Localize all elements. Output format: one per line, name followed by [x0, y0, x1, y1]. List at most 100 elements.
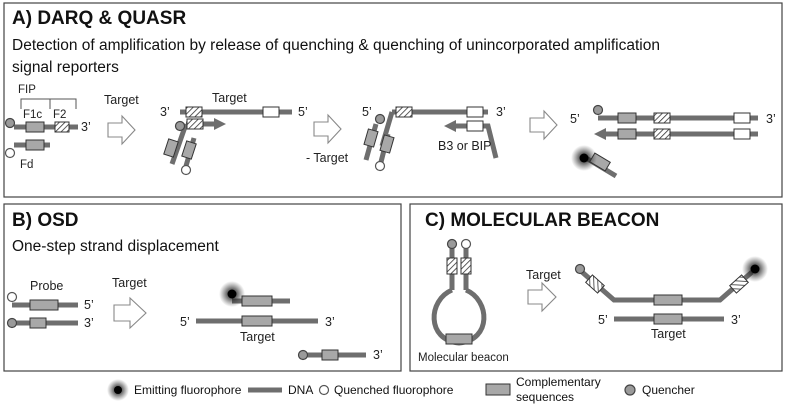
c-beacon-quencher	[446, 238, 458, 250]
c-target-label: Target	[651, 327, 686, 341]
c-stem-left-hatch	[446, 257, 458, 275]
c-beacon-label: Molecular beacon	[418, 352, 509, 364]
a-stage4-bottom-white	[733, 128, 751, 140]
legend-complementary-label-2: sequences	[516, 390, 574, 404]
legend-emitting-icon	[114, 386, 122, 394]
a-fip-bracket	[20, 98, 77, 109]
b-probe-top-comp	[29, 299, 59, 311]
b-released-quencher	[297, 349, 309, 361]
panel-a-subtitle-line2: signal reporters	[12, 59, 119, 76]
c-arrow-label: Target	[526, 268, 561, 282]
a-stage2-quenched-fluorophore	[180, 164, 192, 176]
b-result-emitting-fluorophore	[227, 289, 237, 299]
b-result-5prime: 5’	[180, 315, 190, 329]
a-stage2-fip-comp	[163, 138, 179, 158]
a-fip-3prime: 3’	[81, 120, 91, 134]
a-f2-label: F2	[53, 109, 66, 121]
b-probe-5prime: 5’	[84, 298, 94, 312]
c-stem-right-hatch	[460, 257, 472, 275]
b-released-comp	[321, 349, 339, 361]
c-beacon-quenched-fluorophore	[460, 238, 472, 250]
legend-quencher-label: Quencher	[642, 383, 695, 397]
c-target-comp	[653, 313, 683, 325]
b-stage-probe: Probe 5’ 3’	[6, 279, 94, 330]
b-result-3prime: 3’	[325, 315, 335, 329]
a-fd-box	[25, 139, 45, 151]
a-minus-target-label: - Target	[306, 151, 349, 165]
c-stage-open: 5’ 3’ Target	[574, 256, 768, 341]
b-released-3prime: 3’	[373, 348, 383, 362]
a-stage4-quencher	[592, 104, 604, 116]
a-stage3-fd-comp	[379, 134, 395, 154]
a-stage4-bottom-comp	[617, 128, 637, 140]
a-stage4-emitting-fluorophore	[579, 153, 589, 163]
c-arrow	[527, 281, 557, 313]
a-b3-bip-label: B3 or BIP	[438, 139, 492, 153]
a-stage3-fip-comp	[363, 128, 379, 148]
panel-a: A) DARQ & QUASR Detection of amplificati…	[3, 2, 783, 198]
a-stage4-top-comp	[617, 112, 637, 124]
a-stage2-fip-bend	[169, 123, 189, 165]
panel-a-subtitle-line1: Detection of amplification by release of…	[12, 37, 660, 54]
panel-b-frame	[3, 203, 402, 372]
b-result-target-comp	[241, 315, 273, 327]
a-stage4-3prime: 3’	[766, 112, 776, 126]
a-stage2-target-label: Target	[212, 91, 247, 105]
panel-c: C) MOLECULAR BEACON Molecular beacon Tar…	[409, 203, 783, 372]
a-stage2-fd-comp	[181, 140, 197, 160]
legend-complementary-icon	[485, 383, 511, 396]
a-stage-fip-fd: FIP F1c F2 3’ Fd	[4, 84, 91, 171]
c-open-quencher	[574, 263, 586, 275]
a-stage2-quencher	[174, 120, 186, 132]
a-fip-label: FIP	[18, 84, 36, 96]
c-stage-beacon: Molecular beacon	[418, 238, 509, 364]
a-stage3-top-white	[466, 106, 484, 118]
a-stage2-fip-hatch	[186, 118, 204, 130]
panel-b-title: B) OSD	[12, 210, 79, 231]
panel-c-title: C) MOLECULAR BEACON	[425, 210, 659, 231]
b-arrow-label: Target	[112, 276, 147, 290]
b-probe-bottom-comp	[29, 317, 47, 329]
a-stage4-top-white	[733, 112, 751, 124]
a-arrow1	[107, 114, 136, 146]
a-arrow3	[529, 109, 558, 141]
b-probe-quenched-fluorophore	[6, 291, 18, 303]
a-fip-f1c-box	[25, 121, 45, 133]
panel-b-subtitle: One-step strand displacement	[12, 238, 219, 255]
a-stage2-target-hatch	[185, 106, 203, 118]
c-beacon-loop-comp	[445, 333, 473, 345]
b-probe-3prime: 3’	[84, 316, 94, 330]
legend-quenched-label: Quenched fluorophore	[334, 383, 454, 397]
b-result-probe-comp	[241, 295, 273, 307]
a-stage3-primer-white	[466, 120, 484, 132]
c-open-left-hatch	[585, 274, 605, 294]
a-stage2-3prime: 3’	[160, 105, 170, 119]
b-arrow	[113, 296, 147, 330]
panel-c-frame	[409, 203, 783, 372]
legend-emitting-label: Emitting fluorophore	[134, 383, 242, 397]
a-stage4-bottom-hatch	[653, 128, 671, 140]
a-stage3-extension-arrow	[444, 120, 456, 132]
c-open-right-hatch	[729, 274, 749, 294]
a-stage4-top-hatch	[653, 112, 671, 124]
c-target-3prime: 3’	[731, 313, 741, 327]
panel-a-frame	[3, 2, 783, 198]
a-stage4-extension-arrow	[594, 128, 606, 140]
a-stage3-top-hatch	[395, 106, 413, 118]
a-stage4-5prime: 5’	[570, 112, 580, 126]
a-fip-quencher	[4, 117, 16, 129]
legend-quenched-icon	[318, 384, 330, 396]
legend-complementary-label-1: Complementary	[516, 375, 601, 389]
legend: Emitting fluorophore DNA Quenched fluoro…	[107, 375, 695, 404]
b-stage-result: 5’ 3’ Target 3’	[180, 281, 383, 362]
a-stage-strand-displacement: 5’ 3’ B3 or BIP	[362, 105, 506, 172]
legend-dna-label: DNA	[288, 383, 313, 397]
a-f1c-label: F1c	[23, 109, 42, 121]
c-target-5prime: 5’	[598, 313, 608, 327]
a-stage3-3prime: 3’	[496, 105, 506, 119]
b-result-target-label: Target	[240, 330, 275, 344]
b-probe-label: Probe	[30, 279, 63, 293]
a-stage-target-binding: Target 3’ 5’	[160, 91, 308, 176]
